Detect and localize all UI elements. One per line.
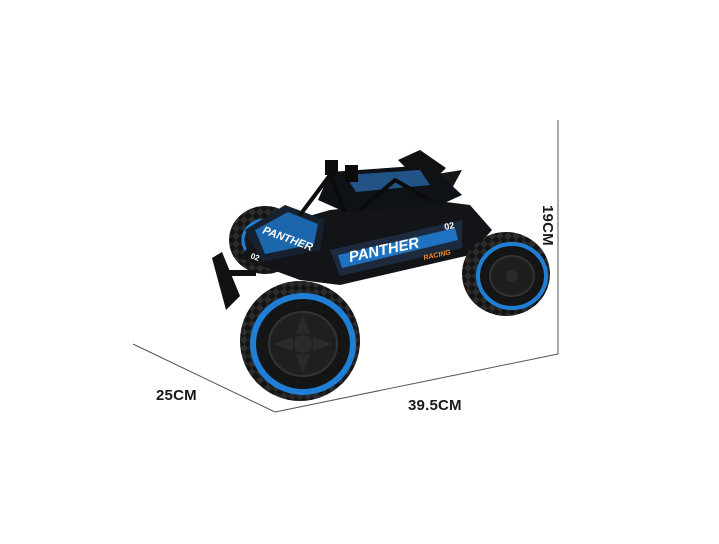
front-number-decal: 02	[249, 251, 261, 263]
number-decal: 02	[443, 220, 455, 232]
width-line	[274, 353, 559, 413]
front-left-wheel	[240, 281, 360, 401]
depth-dimension-label: 25CM	[156, 387, 197, 404]
car-body: PANTHER PANTHER 02 02 RACING	[212, 160, 492, 310]
height-dimension-label: 19CM	[539, 205, 556, 246]
width-dimension-label: 39.5CM	[408, 397, 462, 414]
rear-right-wheel	[462, 232, 550, 316]
depth-line	[132, 343, 276, 413]
dimension-lines	[132, 120, 559, 413]
